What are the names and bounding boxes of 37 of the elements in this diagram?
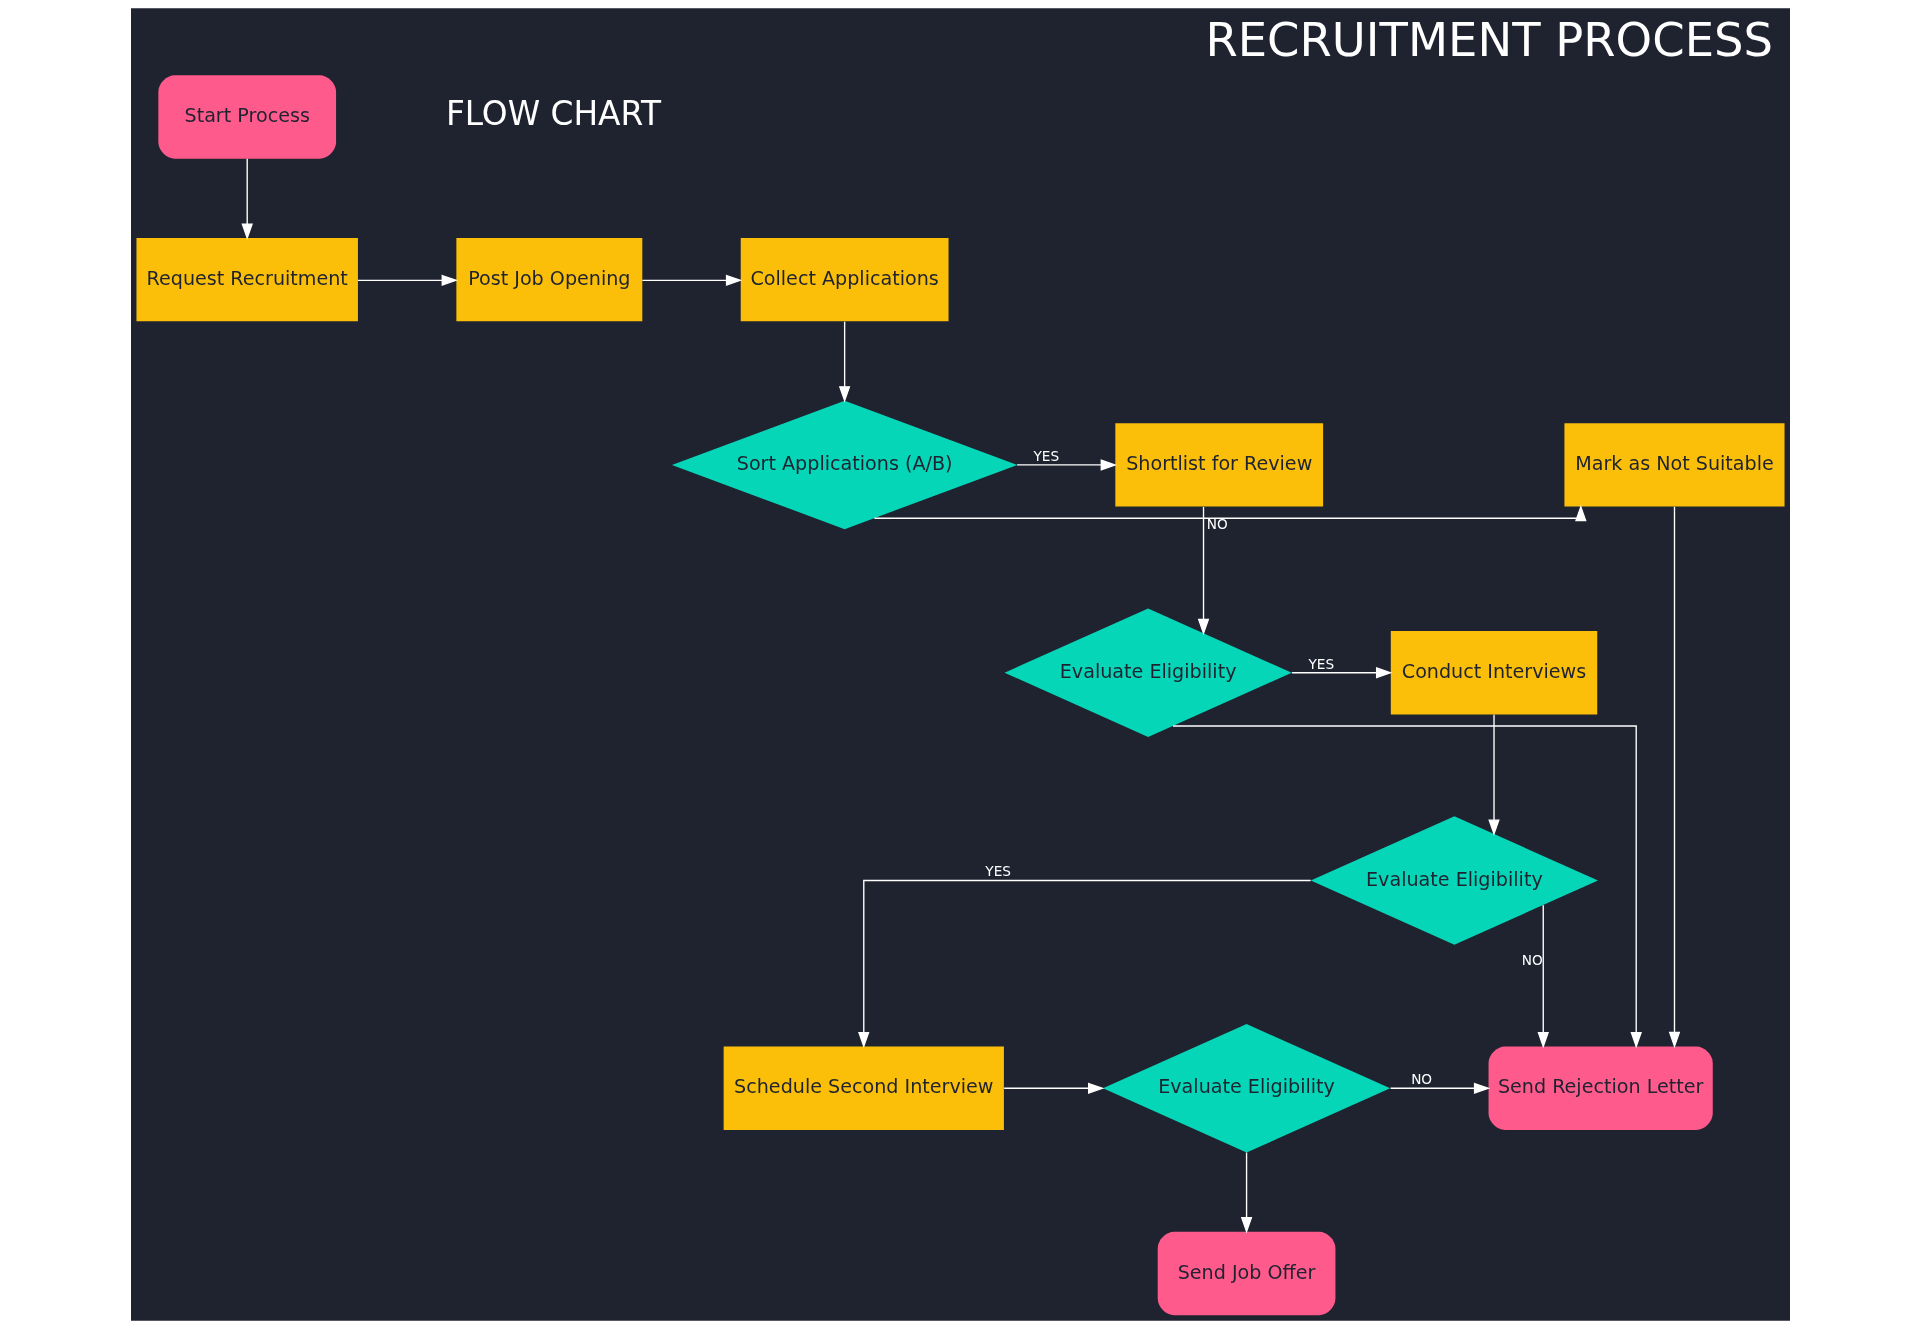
arrow	[1002, 1082, 1104, 1095]
arrow	[1389, 1082, 1490, 1095]
node-box: Request Recruitment	[135, 237, 358, 322]
arrow	[1537, 904, 1549, 1049]
edge-label: YES	[1307, 655, 1334, 672]
arrow	[1487, 714, 1500, 836]
arrow	[356, 274, 458, 287]
arrow	[1015, 459, 1117, 471]
label: FLOW CHART	[445, 95, 661, 134]
edge-label: NO	[1410, 1071, 1432, 1088]
arrow	[1240, 1151, 1252, 1234]
diagram-title: RECRUITMENT PROCESS	[1204, 13, 1773, 68]
arrow	[1171, 725, 1642, 1049]
edge-label: NO	[1521, 951, 1543, 968]
node-box: Start Process	[157, 75, 336, 159]
node-box: Post Job Opening	[455, 237, 642, 322]
node-box: Schedule Second Interview	[723, 1046, 1004, 1130]
node-box: Conduct Interviews	[1390, 631, 1597, 715]
arrow	[641, 274, 742, 287]
edge-label: NO	[1206, 516, 1228, 533]
arrow	[1290, 666, 1392, 679]
arrow	[838, 321, 850, 403]
node-box: Collect Applications	[740, 237, 949, 322]
arrow	[240, 158, 253, 240]
node-box: Send Job Offer	[1157, 1231, 1335, 1316]
arrow	[857, 879, 1311, 1049]
edge-label: YES	[984, 863, 1011, 880]
node-box: Shortlist for Review	[1114, 423, 1323, 507]
node-diamond: Evaluate Eligibility	[1102, 1024, 1390, 1153]
node-box: Send Rejection Letter	[1488, 1046, 1713, 1130]
node-box: Mark as Not Suitable	[1563, 423, 1785, 507]
edge-label: YES	[1032, 447, 1059, 464]
arrow	[1668, 506, 1680, 1049]
node-diamond: Sort Applications (A/B)	[671, 400, 1017, 530]
arrow	[1197, 506, 1209, 636]
node-diamond: Evaluate Eligibility	[1004, 608, 1292, 737]
arrow	[873, 504, 1587, 522]
